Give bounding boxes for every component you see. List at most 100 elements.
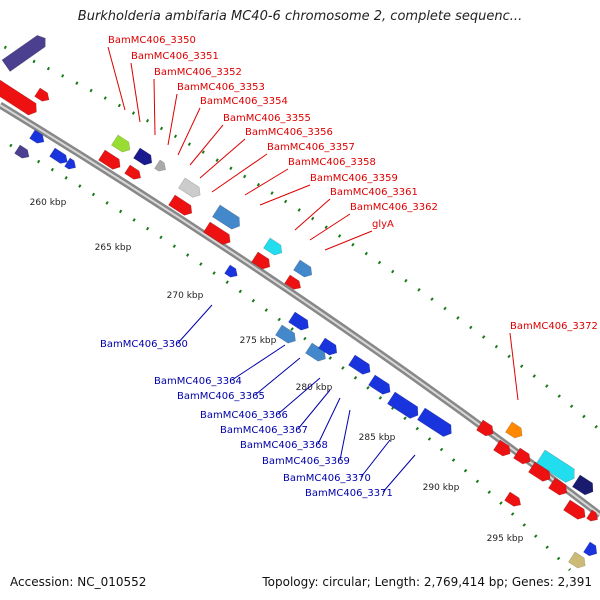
- label-leader-line: [324, 230, 373, 251]
- label-leader-line: [317, 397, 341, 445]
- reverse-gene-label[interactable]: BamMC406_3365: [177, 391, 265, 402]
- forward-gene-label[interactable]: BamMC406_3361: [330, 187, 418, 198]
- forward-gene-label[interactable]: BamMC406_3356: [245, 127, 333, 138]
- gene-feature[interactable]: [293, 259, 315, 280]
- gene-feature[interactable]: [133, 147, 155, 168]
- reverse-gene-label[interactable]: BamMC406_3371: [305, 488, 393, 499]
- gene-feature[interactable]: [111, 134, 133, 155]
- label-leader-line: [189, 124, 224, 166]
- label-leader-line: [177, 107, 201, 156]
- gene-feature[interactable]: [154, 159, 169, 174]
- gene-feature[interactable]: [417, 407, 455, 439]
- label-leader-line: [231, 344, 286, 381]
- gene-feature[interactable]: [583, 541, 600, 559]
- label-leader-line: [509, 332, 519, 401]
- gene-feature[interactable]: [548, 477, 570, 498]
- gene-feature[interactable]: [288, 311, 311, 333]
- gene-feature[interactable]: [98, 149, 123, 172]
- gene-feature[interactable]: [275, 324, 298, 346]
- forward-gene-label[interactable]: BamMC406_3359: [310, 173, 398, 184]
- gene-feature[interactable]: [168, 194, 195, 218]
- gene-feature[interactable]: [513, 447, 533, 467]
- gene-feature[interactable]: [124, 164, 144, 182]
- outer-tick-ring: [0, 43, 600, 432]
- label-leader-line: [254, 357, 301, 396]
- scale-ticks: 260 kbp 265 kbp 270 kbp 275 kbp 280 kbp 285 k…: [0, 43, 600, 572]
- label-leader-line: [153, 78, 156, 136]
- gene-feature[interactable]: [49, 147, 71, 166]
- gene-feature[interactable]: [1, 32, 49, 72]
- gene-feature[interactable]: [224, 264, 241, 280]
- forward-gene-label[interactable]: BamMC406_3352: [154, 67, 242, 78]
- gene-feature[interactable]: [505, 421, 525, 441]
- reverse-gene-label[interactable]: BamMC406_3366: [200, 410, 288, 421]
- gene-feature[interactable]: [528, 461, 553, 484]
- forward-gene-label[interactable]: glyA: [372, 219, 394, 230]
- gene-feature[interactable]: [0, 79, 40, 118]
- forward-gene-label[interactable]: BamMC406_3362: [350, 202, 438, 213]
- forward-gene-label[interactable]: BamMC406_3350: [108, 35, 196, 46]
- scale-tick-label: 295 kbp: [487, 534, 524, 544]
- gene-feature[interactable]: [203, 221, 233, 247]
- gene-feature[interactable]: [387, 391, 421, 421]
- inner-tick-ring: [9, 143, 572, 572]
- scale-tick-label: 260 kbp: [30, 198, 67, 208]
- gene-feature[interactable]: [251, 251, 273, 272]
- gene-feature[interactable]: [64, 157, 79, 172]
- gene-feature[interactable]: [563, 499, 588, 522]
- label-leader-line: [130, 62, 141, 123]
- gene-feature[interactable]: [504, 491, 524, 509]
- gene-feature[interactable]: [284, 274, 304, 292]
- forward-gene-label[interactable]: BamMC406_3353: [177, 82, 265, 93]
- map-title: Burkholderia ambifaria MC40-6 chromosome…: [77, 9, 523, 24]
- gene-feature[interactable]: [476, 419, 496, 439]
- forward-gene-label[interactable]: BamMC406_3355: [223, 113, 311, 124]
- gene-features: [0, 32, 600, 571]
- label-leader-line: [244, 168, 289, 196]
- gene-feature[interactable]: [29, 129, 47, 146]
- gene-feature[interactable]: [348, 354, 373, 377]
- gene-feature[interactable]: [572, 474, 596, 498]
- reverse-gene-label[interactable]: BamMC406_3368: [240, 440, 328, 451]
- label-leader-line: [107, 46, 126, 111]
- scale-tick-label: 285 kbp: [359, 433, 396, 443]
- scale-tick-label: 275 kbp: [240, 336, 277, 346]
- reverse-gene-label[interactable]: BamMC406_3370: [283, 473, 371, 484]
- label-leader-line: [297, 389, 331, 430]
- gene-feature[interactable]: [263, 237, 285, 258]
- gene-feature[interactable]: [34, 87, 52, 104]
- label-leader-line: [259, 184, 311, 206]
- scale-tick-label: 280 kbp: [296, 383, 333, 393]
- forward-gene-label[interactable]: BamMC406_3351: [131, 51, 219, 62]
- forward-gene-label[interactable]: BamMC406_3358: [288, 157, 376, 168]
- gene-labels: BamMC406_3350BamMC406_3351BamMC406_3352B…: [100, 35, 598, 499]
- label-leader-line: [294, 198, 331, 231]
- label-leader-line: [382, 454, 416, 493]
- reverse-gene-label[interactable]: BamMC406_3364: [154, 376, 242, 387]
- reverse-gene-label[interactable]: BamMC406_3367: [220, 425, 308, 436]
- scale-tick-label: 265 kbp: [95, 243, 132, 253]
- gene-feature[interactable]: [368, 374, 393, 397]
- forward-gene-label[interactable]: BamMC406_3357: [267, 142, 355, 153]
- reverse-gene-label[interactable]: BamMC406_3369: [262, 456, 350, 467]
- gene-feature[interactable]: [535, 449, 578, 485]
- forward-gene-label[interactable]: BamMC406_3354: [200, 96, 288, 107]
- topology-text: Topology: circular; Length: 2,769,414 bp…: [262, 575, 592, 589]
- label-leader-line: [277, 377, 321, 415]
- gene-feature[interactable]: [493, 439, 513, 459]
- forward-gene-label[interactable]: BamMC406_3372: [510, 321, 598, 332]
- label-leader-line: [177, 304, 213, 344]
- gene-feature[interactable]: [586, 509, 600, 524]
- gene-feature[interactable]: [14, 144, 32, 161]
- label-leader-line: [309, 213, 351, 241]
- scale-tick-label: 270 kbp: [167, 291, 204, 301]
- reverse-gene-label[interactable]: BamMC406_3360: [100, 339, 188, 350]
- label-leader-line: [199, 138, 246, 179]
- gene-feature[interactable]: [318, 337, 340, 358]
- label-leader-line: [167, 93, 178, 146]
- gene-feature[interactable]: [178, 177, 203, 200]
- gene-feature[interactable]: [212, 204, 243, 232]
- accession-text: Accession: NC_010552: [10, 575, 147, 589]
- gene-feature[interactable]: [568, 551, 588, 571]
